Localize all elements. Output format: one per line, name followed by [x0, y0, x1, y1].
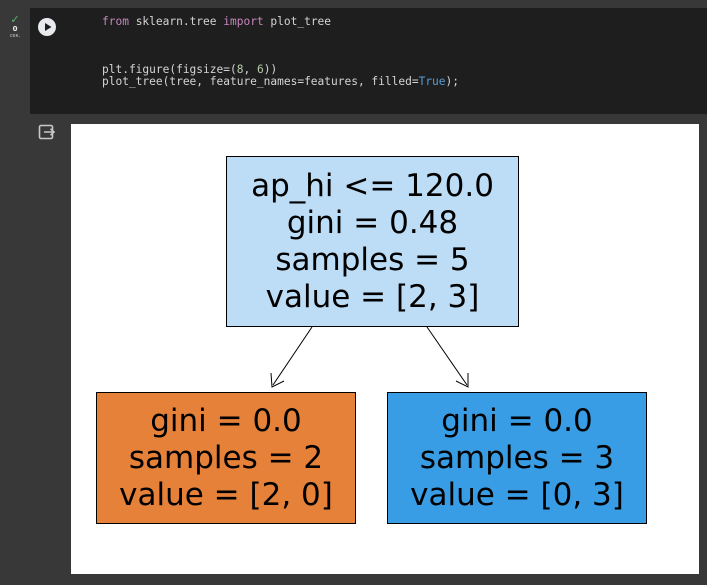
code-line: from sklearn.tree import plot_tree [102, 16, 459, 28]
run-cell-button[interactable] [38, 18, 56, 36]
code-line: plt.figure(figsize=(8, 6)) [102, 64, 459, 76]
code-token: sklearn.tree [128, 15, 224, 28]
top-strip [0, 0, 707, 8]
output-icon[interactable] [38, 124, 56, 140]
node-text: value = [0, 3] [410, 476, 624, 513]
code-cell[interactable]: from sklearn.tree import plot_tree plt.fi… [30, 8, 707, 114]
execution-unit: сек. [9, 33, 21, 39]
arrowhead-right [455, 373, 469, 388]
node-text: samples = 2 [128, 439, 324, 476]
code-token: ); [445, 75, 460, 88]
code-token: 8 [236, 63, 244, 76]
node-text: gini = 0.0 [441, 402, 593, 439]
cell-gutter [0, 8, 30, 585]
node-text: samples = 5 [275, 241, 470, 278]
node-text: gini = 0.48 [286, 204, 459, 241]
code-line [102, 40, 459, 52]
node-text: gini = 0.0 [150, 402, 302, 439]
node-text: value = [2, 0] [119, 476, 333, 513]
node-text: samples = 3 [419, 439, 615, 476]
node-text: value = [2, 3] [265, 278, 480, 315]
code-token: , [243, 63, 257, 76]
execution-status: ✓ 0 сек. [2, 14, 28, 39]
code-line: plot_tree(tree, feature_names=features, … [102, 76, 459, 88]
code-token: plot_tree(tree, feature_names=features, … [102, 75, 419, 88]
code-token: import [223, 15, 264, 28]
execution-count: 0 [12, 25, 18, 33]
edge-root-left [272, 326, 313, 386]
code-line [102, 28, 459, 40]
code-token: from [102, 15, 129, 28]
code-token: True [418, 75, 446, 88]
code-token: )) [263, 63, 278, 76]
play-icon [45, 23, 52, 31]
edge-root-right [426, 326, 468, 386]
tree-edges [270, 326, 469, 388]
code-editor[interactable]: from sklearn.tree import plot_tree plt.fi… [102, 16, 459, 88]
check-icon: ✓ [10, 13, 20, 26]
code-token: plt.figure(figsize=( [102, 63, 237, 76]
code-token: 6 [256, 63, 264, 76]
node-text: ap_hi <= 120.0 [251, 167, 494, 204]
arrowhead-left [270, 372, 285, 388]
code-token: plot_tree [263, 15, 332, 28]
